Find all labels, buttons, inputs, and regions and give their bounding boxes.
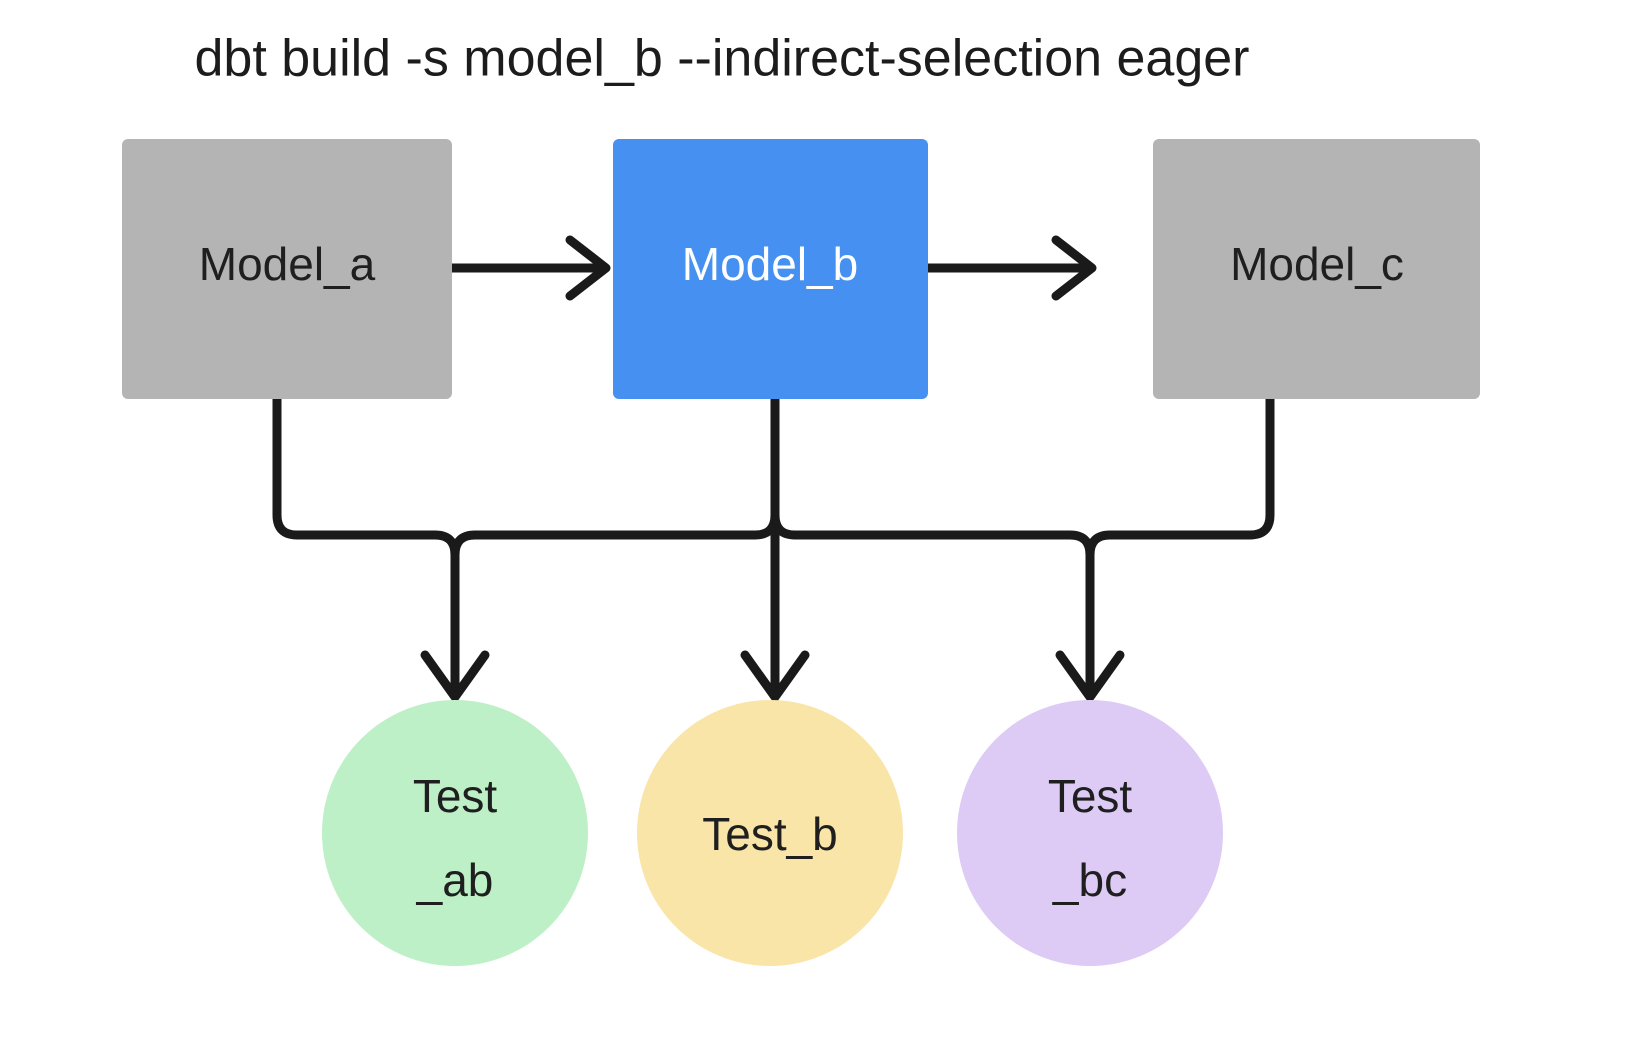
test-b-label-line1: Test_b [702,808,838,860]
node-test-bc[interactable]: Test _bc [957,700,1223,966]
test-node-layer: Test _ab Test_b Test _bc [322,700,1223,966]
edge-model-b-to-test-ab [450,399,780,690]
model-a-shape[interactable] [122,139,452,399]
test-b-shape[interactable] [637,700,903,966]
node-model-a[interactable]: Model_a [122,139,452,399]
test-bc-label-line1: Test [1048,770,1133,822]
edge-model-c-to-test-bc [1085,399,1275,690]
model-b-label: Model_b [682,238,858,290]
edge-model-b-to-model-c [928,235,1097,301]
edge-layer [272,235,1275,702]
model-a-label: Model_a [199,238,376,290]
edge-model-b-to-test-bc [770,399,1125,702]
model-c-label: Model_c [1230,238,1404,290]
edge-model-a-to-model-b [452,235,611,301]
page-title: dbt build -s model_b --indirect-selectio… [195,30,1250,88]
test-ab-shape[interactable] [322,700,588,966]
test-ab-label-line1: Test [413,770,498,822]
node-test-b[interactable]: Test_b [637,700,903,966]
model-node-layer: Model_a Model_b Model_c [122,139,1480,399]
test-bc-label-line2: _bc [1052,854,1127,906]
model-b-shape[interactable] [613,139,928,399]
test-ab-label-line2: _ab [416,854,494,906]
node-test-ab[interactable]: Test _ab [322,700,588,966]
node-model-b[interactable]: Model_b [613,139,928,399]
test-bc-shape[interactable] [957,700,1223,966]
model-c-shape[interactable] [1153,139,1480,399]
node-model-c[interactable]: Model_c [1153,139,1480,399]
